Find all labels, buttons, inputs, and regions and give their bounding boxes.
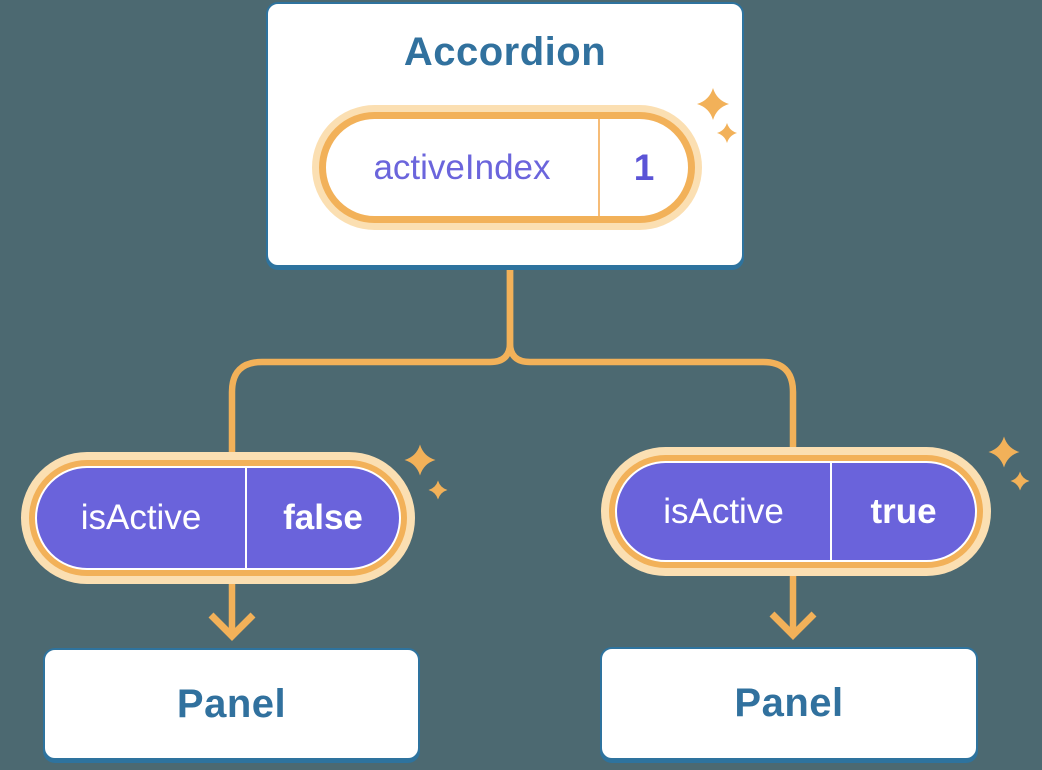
state-value-label: 1	[633, 146, 655, 188]
panel-component-box-right: Panel	[600, 647, 978, 760]
state-pill-activeindex: activeIndex 1	[319, 112, 695, 223]
prop-pill-isactive-false: isActive false	[35, 466, 401, 570]
prop-value-label: false	[283, 498, 363, 537]
prop-value-label: true	[870, 491, 937, 531]
connector-right-branch	[506, 264, 797, 631]
sparkles-right-pill	[988, 436, 1030, 491]
arrow-down-icon	[208, 612, 256, 641]
state-name-label: activeIndex	[373, 147, 551, 187]
prop-name-label: isActive	[80, 498, 202, 537]
sparkle-icon	[988, 436, 1020, 468]
sparkles-left-pill	[404, 444, 448, 500]
component-title: Panel	[176, 681, 287, 726]
panel-component-box-left: Panel	[43, 648, 420, 760]
sparkle-icon	[1010, 471, 1030, 491]
prop-name-label: isActive	[663, 491, 784, 531]
prop-pill-isactive-true: isActive true	[615, 461, 977, 562]
arrow-down-icon	[769, 611, 817, 640]
component-title: Panel	[734, 681, 844, 725]
pill-divider	[830, 463, 832, 560]
sparkle-icon	[428, 480, 448, 500]
sparkle-icon	[404, 444, 436, 476]
accordion-component-box: Accordion activeIndex 1	[266, 2, 744, 267]
component-title: Accordion	[403, 30, 607, 74]
connector-left-branch	[228, 264, 514, 633]
pill-divider	[598, 119, 600, 216]
